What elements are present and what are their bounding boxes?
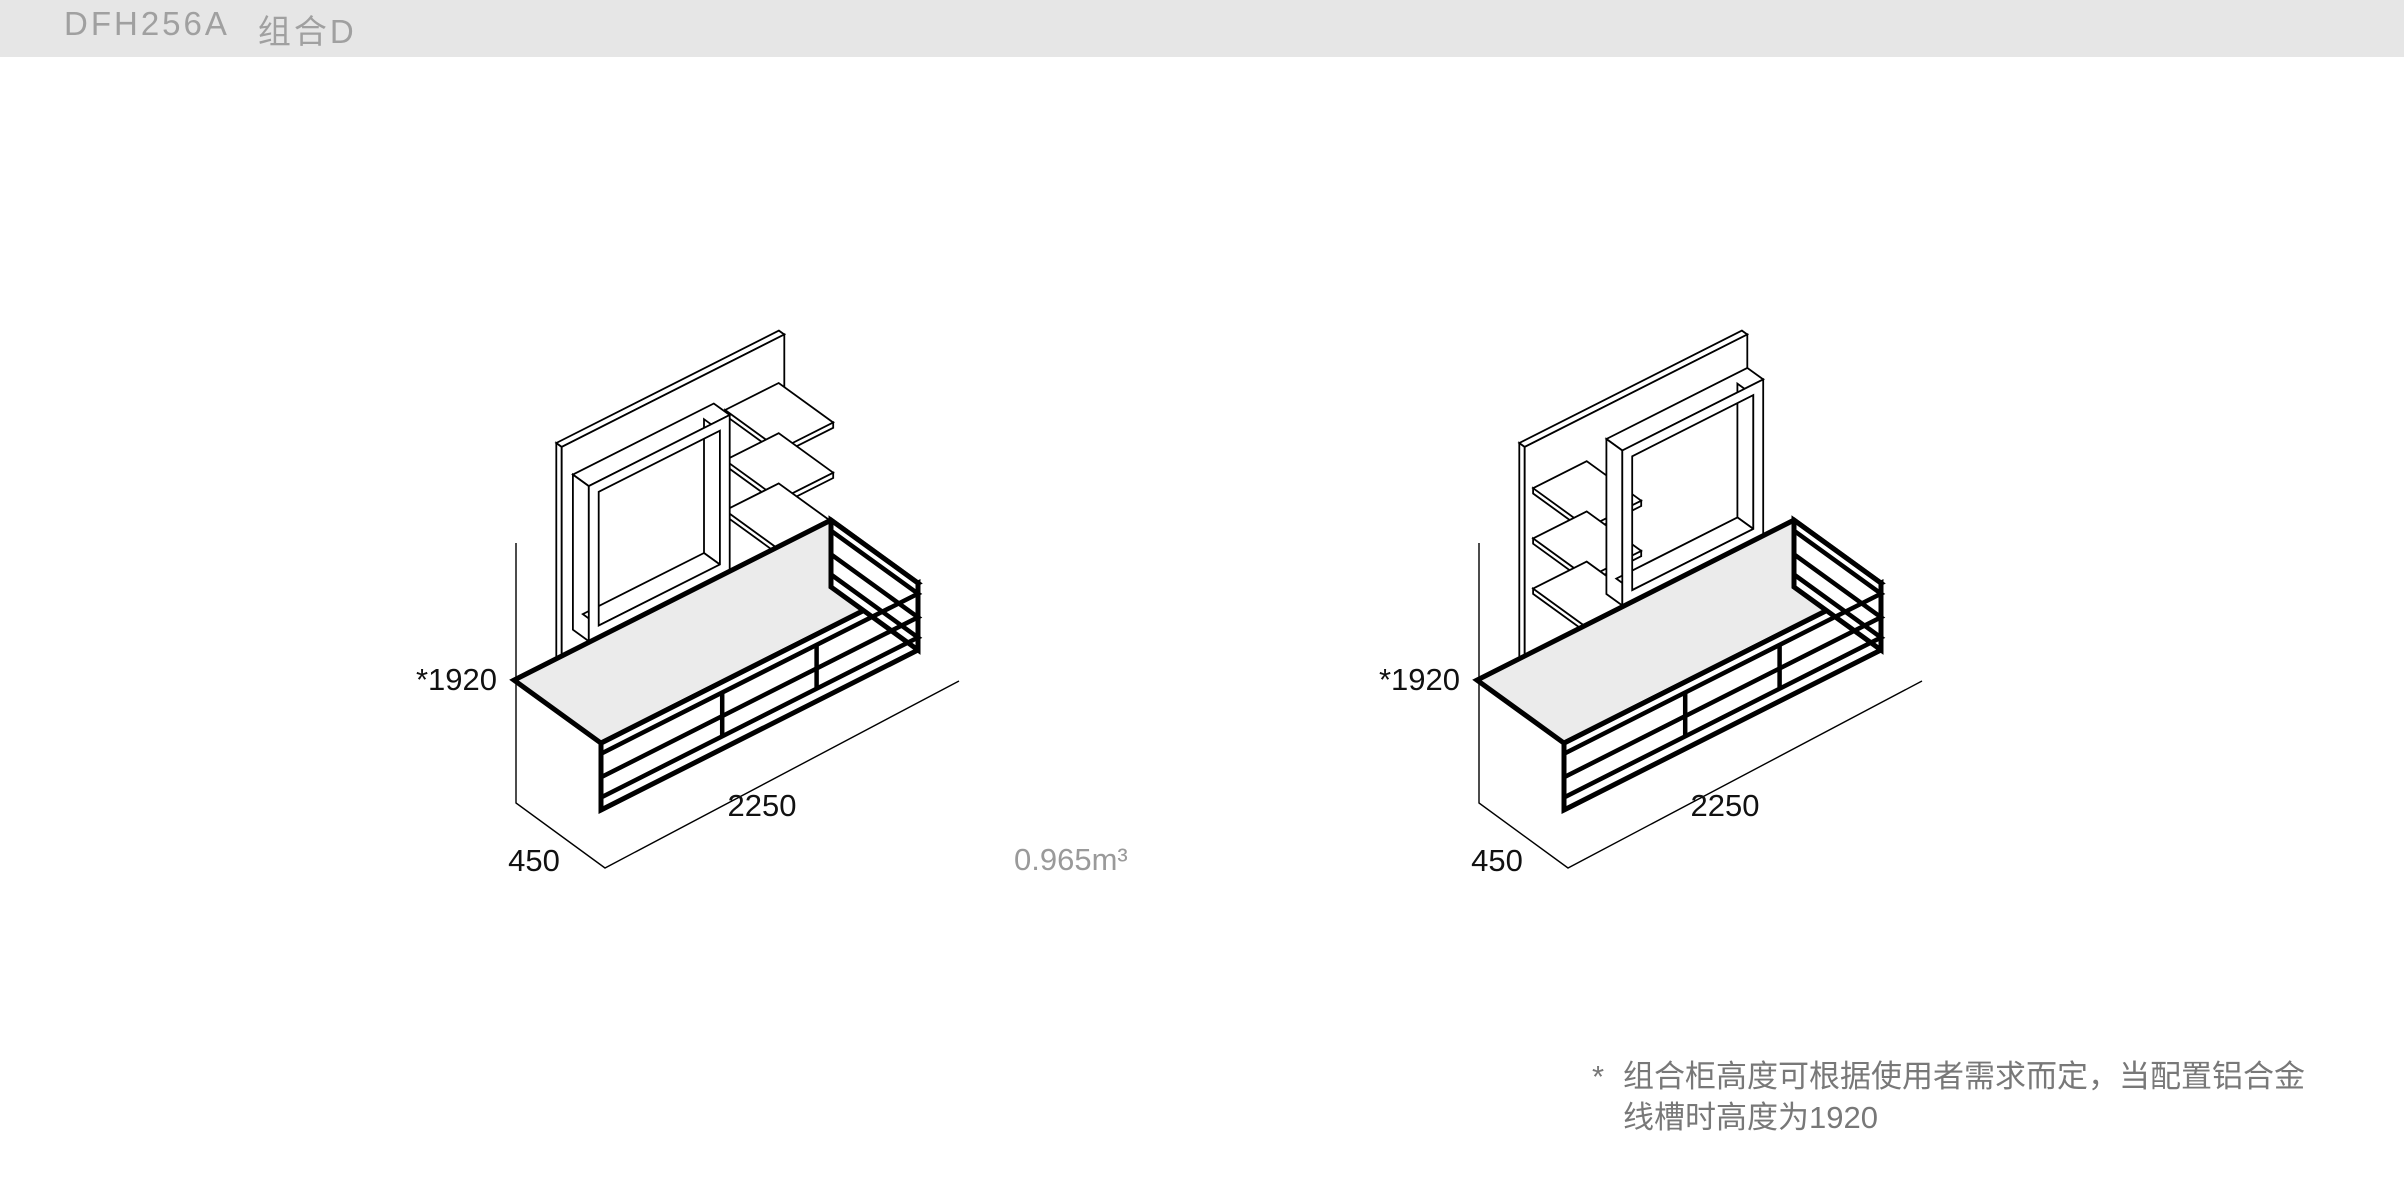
right-tv-frame <box>1604 366 1765 608</box>
page-title: DFH256A 组合D <box>64 5 357 53</box>
left-height-label: *1920 <box>416 662 497 697</box>
footnote-line1: 组合柜高度可根据使用者需求而定，当配置铝合金 <box>1623 1059 2305 1094</box>
right-height-label: *1920 <box>1379 662 1460 697</box>
left-depth-label: 450 <box>508 843 560 878</box>
left-width-label: 2250 <box>728 788 797 823</box>
right-tv-cabinet <box>1472 515 1886 815</box>
left-unit-drawing: *1920 450 2250 0.965m³ <box>416 329 1128 878</box>
header-bar: DFH256A 组合D <box>0 0 2404 57</box>
footnote-marker: * <box>1592 1059 1605 1094</box>
footnote: * 组合柜高度可根据使用者需求而定，当配置铝合金 线槽时高度为1920 <box>1592 1056 2305 1138</box>
volume-label: 0.965m³ <box>1014 842 1128 877</box>
left-tv-frame <box>571 402 732 643</box>
page-title-model: DFH256A <box>64 4 230 42</box>
footnote-text: 组合柜高度可根据使用者需求而定，当配置铝合金 线槽时高度为1920 <box>1623 1056 2305 1138</box>
right-width-label: 2250 <box>1691 788 1760 823</box>
page-title-combo: 组合D <box>257 12 357 50</box>
left-dimension-lines <box>515 543 960 869</box>
right-unit-drawing: *1920 450 2250 <box>1379 329 1923 878</box>
left-tv-cabinet <box>509 515 923 815</box>
footnote-line2: 线槽时高度为1920 <box>1623 1100 1878 1135</box>
right-dimension-lines <box>1478 543 1923 869</box>
right-depth-label: 450 <box>1471 843 1523 878</box>
